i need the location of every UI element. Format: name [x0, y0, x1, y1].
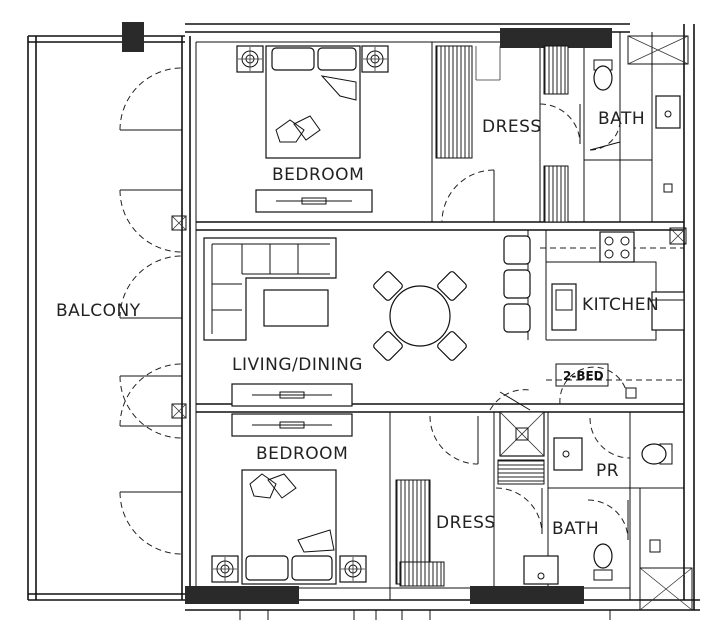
wall-junction-boxes [171, 35, 693, 611]
bath-top-fixtures [593, 59, 681, 193]
kitchen-fixtures [503, 230, 685, 405]
bath-bottom-fixtures [523, 499, 661, 585]
room-label-bath-bottom: BATH [552, 519, 599, 539]
room-label-bedroom-bottom: BEDROOM [256, 444, 348, 464]
main-walls [185, 23, 700, 611]
living-furniture [203, 237, 467, 437]
powder-room-fixtures [553, 417, 673, 471]
room-label-living-dining: LIVING/DINING [232, 355, 363, 375]
room-label-balcony: BALCONY [56, 301, 141, 321]
unit-type-tag: 2-BED [563, 369, 604, 383]
room-label-kitchen: KITCHEN [582, 295, 659, 315]
dress-top-wardrobes [435, 45, 621, 223]
structural-columns [122, 22, 612, 604]
room-label-bedroom-top: BEDROOM [272, 165, 364, 185]
room-label-dress-bottom: DRESS [436, 513, 496, 533]
dress-bottom-wardrobes [395, 389, 545, 587]
room-label-bath-top: BATH [598, 109, 645, 129]
bedroom-bottom-furniture [211, 469, 367, 585]
room-label-dress-top: DRESS [482, 117, 542, 137]
bottom-wall-stubs [239, 610, 611, 620]
balcony-doors [119, 67, 183, 555]
room-label-pr: PR [596, 461, 619, 481]
bedroom-top-furniture [236, 45, 389, 213]
